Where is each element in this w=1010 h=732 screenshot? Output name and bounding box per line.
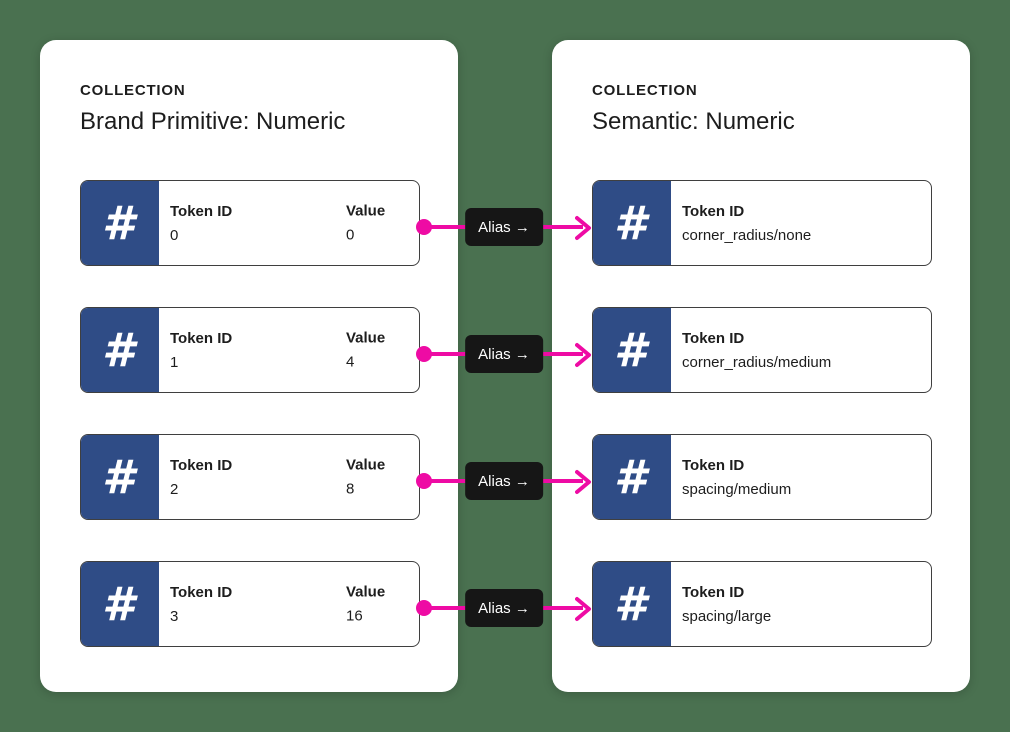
value-label: Value bbox=[346, 456, 386, 474]
connector-dot-icon bbox=[416, 219, 432, 235]
hash-icon: # bbox=[101, 450, 134, 504]
token-value-field: Value 0 bbox=[346, 203, 385, 244]
hash-icon: # bbox=[613, 577, 646, 631]
token-id-value: spacing/large bbox=[682, 607, 772, 625]
connector-dot-icon bbox=[416, 346, 432, 362]
token-id-field: Token ID corner_radius/none bbox=[682, 203, 811, 244]
arrow-head-icon bbox=[575, 343, 591, 367]
token-row: # Token ID spacing/large bbox=[592, 561, 932, 647]
token-id-value: spacing/medium bbox=[682, 480, 792, 498]
token-row-list: # Token ID corner_radius/none # Token ID… bbox=[592, 180, 932, 647]
token-id-label: Token ID bbox=[682, 583, 745, 601]
token-row: # Token ID corner_radius/medium bbox=[592, 307, 932, 393]
token-value-field: Value 8 bbox=[346, 457, 385, 498]
token-row: # Token ID 2 Value 8 bbox=[80, 434, 420, 520]
token-id-field: Token ID 2 bbox=[170, 457, 232, 498]
brand-primitive-collection-panel: COLLECTION Brand Primitive: Numeric # To… bbox=[40, 40, 458, 692]
collection-eyebrow: COLLECTION bbox=[80, 82, 186, 99]
token-row: # Token ID corner_radius/none bbox=[592, 180, 932, 266]
connector-dot-icon bbox=[416, 473, 432, 489]
hash-icon: # bbox=[101, 323, 134, 377]
token-row-content: Token ID 1 Value 4 bbox=[159, 308, 419, 392]
hash-icon: # bbox=[101, 196, 134, 250]
hash-icon: # bbox=[613, 196, 646, 250]
token-row-content: Token ID 2 Value 8 bbox=[159, 435, 419, 519]
collection-eyebrow: COLLECTION bbox=[592, 82, 698, 99]
semantic-collection-panel: COLLECTION Semantic: Numeric # Token ID … bbox=[552, 40, 970, 692]
hash-icon: # bbox=[613, 450, 646, 504]
token-id-value: 0 bbox=[170, 226, 179, 244]
hash-icon: # bbox=[613, 323, 646, 377]
token-type-block: # bbox=[81, 562, 159, 646]
token-row: # Token ID 0 Value 0 bbox=[80, 180, 420, 266]
token-id-field: Token ID spacing/large bbox=[682, 584, 771, 625]
token-row-list: # Token ID 0 Value 0 # Token ID 1 bbox=[80, 180, 420, 647]
token-id-label: Token ID bbox=[170, 456, 233, 474]
token-row-content: Token ID spacing/medium bbox=[671, 435, 931, 519]
token-id-label: Token ID bbox=[170, 329, 233, 347]
token-id-label: Token ID bbox=[682, 202, 745, 220]
token-id-label: Token ID bbox=[682, 329, 745, 347]
arrow-head-icon bbox=[575, 216, 591, 240]
token-row: # Token ID 1 Value 4 bbox=[80, 307, 420, 393]
token-type-block: # bbox=[81, 435, 159, 519]
alias-connector: Alias → bbox=[416, 334, 592, 374]
token-id-label: Token ID bbox=[170, 202, 233, 220]
token-id-value: 2 bbox=[170, 480, 179, 498]
token-type-block: # bbox=[593, 308, 671, 392]
value-label: Value bbox=[346, 329, 386, 347]
token-type-block: # bbox=[593, 181, 671, 265]
token-row-content: Token ID corner_radius/medium bbox=[671, 308, 931, 392]
token-id-value: 1 bbox=[170, 353, 179, 371]
value-label: Value bbox=[346, 202, 386, 220]
arrow-head-icon bbox=[575, 470, 591, 494]
token-id-label: Token ID bbox=[682, 456, 745, 474]
value-label: Value bbox=[346, 583, 386, 601]
token-row-content: Token ID 3 Value 16 bbox=[159, 562, 419, 646]
token-row-content: Token ID corner_radius/none bbox=[671, 181, 931, 265]
value-value: 4 bbox=[346, 353, 355, 371]
connector-dot-icon bbox=[416, 600, 432, 616]
arrow-head-icon bbox=[575, 597, 591, 621]
value-value: 0 bbox=[346, 226, 355, 244]
token-value-field: Value 16 bbox=[346, 584, 385, 625]
token-id-value: 3 bbox=[170, 607, 179, 625]
token-id-value: corner_radius/medium bbox=[682, 353, 832, 371]
value-value: 8 bbox=[346, 480, 355, 498]
alias-badge: Alias → bbox=[465, 589, 543, 627]
token-id-label: Token ID bbox=[170, 583, 233, 601]
token-type-block: # bbox=[593, 562, 671, 646]
token-id-field: Token ID 0 bbox=[170, 203, 232, 244]
token-id-field: Token ID corner_radius/medium bbox=[682, 330, 831, 371]
collection-title: Brand Primitive: Numeric bbox=[80, 108, 346, 135]
alias-badge: Alias → bbox=[465, 335, 543, 373]
token-row: # Token ID spacing/medium bbox=[592, 434, 932, 520]
alias-badge: Alias → bbox=[465, 208, 543, 246]
token-id-field: Token ID 3 bbox=[170, 584, 232, 625]
token-type-block: # bbox=[81, 308, 159, 392]
token-id-field: Token ID spacing/medium bbox=[682, 457, 791, 498]
hash-icon: # bbox=[101, 577, 134, 631]
token-row: # Token ID 3 Value 16 bbox=[80, 561, 420, 647]
value-value: 16 bbox=[346, 607, 363, 625]
token-id-value: corner_radius/none bbox=[682, 226, 812, 244]
token-type-block: # bbox=[593, 435, 671, 519]
collection-title: Semantic: Numeric bbox=[592, 108, 795, 135]
token-type-block: # bbox=[81, 181, 159, 265]
alias-connector: Alias → bbox=[416, 461, 592, 501]
token-row-content: Token ID 0 Value 0 bbox=[159, 181, 419, 265]
token-value-field: Value 4 bbox=[346, 330, 385, 371]
token-id-field: Token ID 1 bbox=[170, 330, 232, 371]
alias-badge: Alias → bbox=[465, 462, 543, 500]
alias-connector: Alias → bbox=[416, 588, 592, 628]
alias-connector: Alias → bbox=[416, 207, 592, 247]
token-row-content: Token ID spacing/large bbox=[671, 562, 931, 646]
